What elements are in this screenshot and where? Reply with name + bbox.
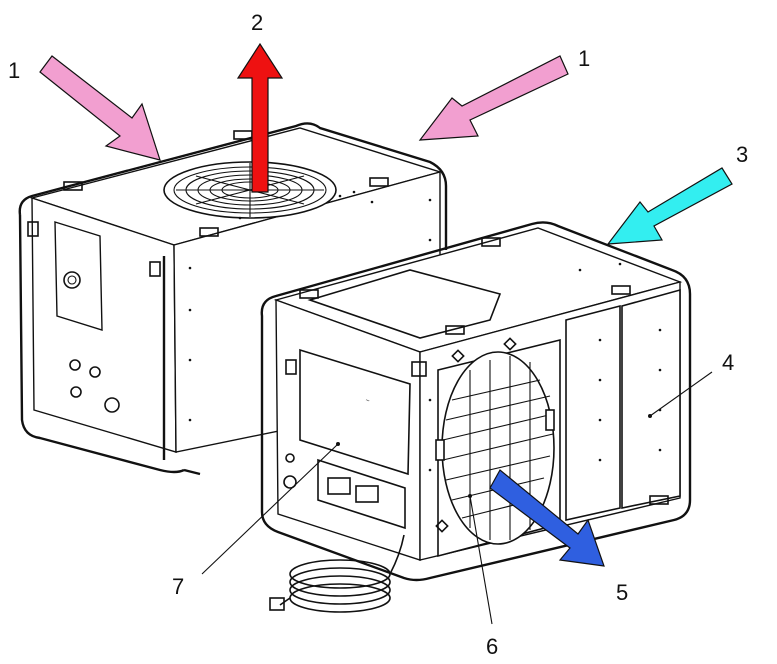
side-panel <box>621 288 681 509</box>
rear-fitting <box>70 386 82 398</box>
side-fitting <box>283 475 297 489</box>
leader-dot-6 <box>468 494 472 498</box>
callout-7: 7 <box>172 574 184 599</box>
rear-gauge-inner <box>67 275 77 285</box>
connector-box <box>317 458 406 530</box>
rear-lifting-lugs <box>27 130 389 277</box>
front-unit-top-lid <box>307 269 502 339</box>
callout-5: 5 <box>616 580 628 605</box>
connector <box>355 485 379 503</box>
side-panel <box>565 304 621 521</box>
callout-3: 3 <box>736 142 748 167</box>
panel-logo: ~ <box>364 397 370 405</box>
leader-dot-7 <box>336 442 340 446</box>
rear-fitting <box>69 359 81 371</box>
front-diamond-bolts <box>435 337 517 533</box>
rear-fitting <box>89 366 101 378</box>
control-panel <box>299 348 411 476</box>
leader-dot-4 <box>648 414 652 418</box>
rear-fitting <box>104 397 120 413</box>
front-unit: ~ <box>260 221 692 613</box>
rear-unit-frame <box>18 122 448 476</box>
leader-line-6 <box>469 495 493 625</box>
intake-arrow-left <box>39 55 161 161</box>
exhaust-arrow-front <box>489 469 605 567</box>
front-unit-frame <box>260 221 692 582</box>
power-cord <box>269 534 405 613</box>
front-rivets <box>428 262 662 472</box>
top-fan-grille <box>176 163 324 217</box>
fan-latch <box>435 439 445 461</box>
exhaust-arrow-top <box>236 42 284 193</box>
intake-arrow-cold <box>606 167 733 245</box>
callout-6: 6 <box>486 634 498 659</box>
callout-1-right: 1 <box>578 46 590 71</box>
connector <box>327 477 351 495</box>
front-lifting-lugs <box>285 237 669 505</box>
side-fitting <box>285 453 295 463</box>
intake-arrow-right <box>418 55 569 141</box>
rear-gauge <box>63 271 81 289</box>
callout-2: 2 <box>251 10 263 35</box>
leader-line-7 <box>201 443 339 575</box>
callout-4: 4 <box>722 350 734 375</box>
callout-1-left: 1 <box>8 58 20 83</box>
fan-latch <box>545 409 555 431</box>
leader-line-4 <box>649 371 713 417</box>
rear-rivets <box>188 190 432 422</box>
